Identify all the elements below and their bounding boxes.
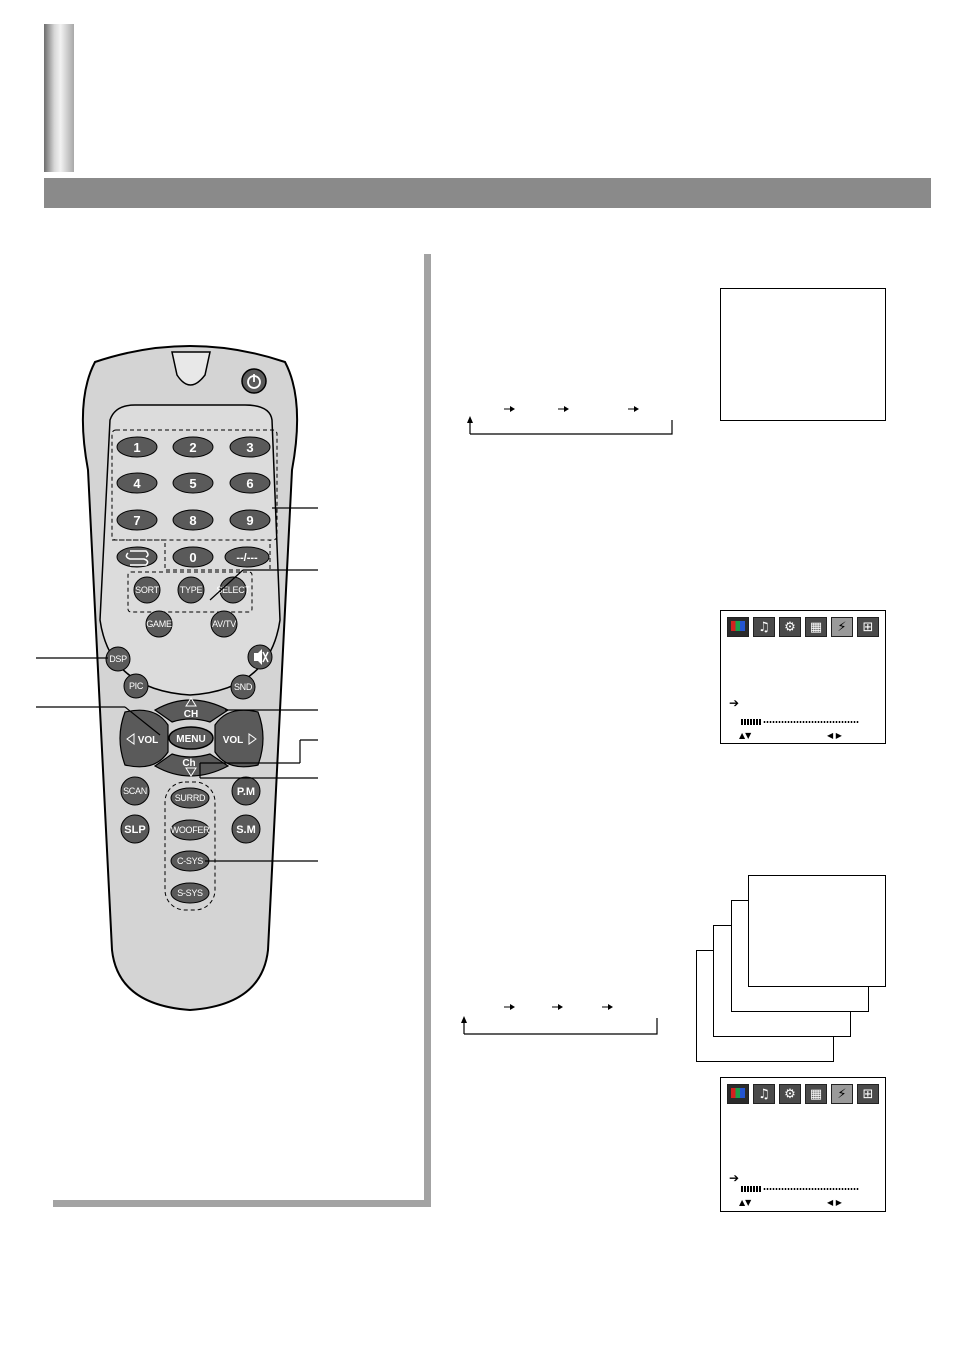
keypad-grid-icon: ⊞ [857,1084,879,1104]
nav-leftright-hint: ◀ ▶ [827,731,842,740]
level-bar-fill [741,1186,761,1192]
key-9: 9 [246,513,253,528]
key-5: 5 [189,476,196,491]
menu-label: MENU [176,734,205,745]
ch-down-button [153,753,230,777]
panel-frame-bottom [53,1200,431,1207]
number-key-group [111,429,278,541]
menu-screen-1: ♫ ⚙ ▦ ⚡ ⊞ ➔ ▲▼ ◀ ▶ [720,610,886,744]
channel-grid-icon: ▦ [805,1084,827,1104]
tv-picture-icon [727,1084,749,1104]
channel-grid-icon: ▦ [805,617,827,637]
vol-right-label: VOL [223,735,244,746]
csys-button: C-SYS [177,856,203,866]
pic-button: PIC [129,681,144,691]
stacked-screen-1 [748,875,886,987]
arrow-right-icon [504,406,515,412]
nav-updown-hint: ▲▼ [739,731,752,740]
nav-updown-hint: ▲▼ [739,1198,752,1207]
header-bar [44,178,931,208]
key-digit: --/--- [236,552,258,564]
pm-button: P.M [237,786,255,798]
arrow-right-icon [628,406,639,412]
surrd-button: SURRD [175,793,206,803]
key-1: 1 [133,440,140,455]
triangle-down-icon [185,767,197,777]
antenna-icon: ⚡ [831,617,853,637]
vol-left-label: VOL [138,735,159,746]
key-4: 4 [133,476,141,491]
panel-frame-right [424,254,431,1207]
menu-screen-2: ♫ ⚙ ▦ ⚡ ⊞ ➔ ▲▼ ◀ ▶ [720,1077,886,1212]
slp-button: SLP [124,824,145,836]
blank-tv-screen [720,288,886,421]
sort-button: SORT [135,585,159,595]
tv-picture-icon [727,617,749,637]
arrow-right-icon: ➔ [729,1171,740,1185]
arrow-right-icon [552,1004,563,1010]
woofer-button: WOOFER [171,825,210,835]
guitar-sound-icon: ♫ [753,1084,775,1104]
level-bar-fill [741,719,761,725]
remote-ir-window [171,351,211,386]
antenna-icon: ⚡ [831,1084,853,1104]
vol-right-button [214,709,264,768]
key-8: 8 [189,513,196,528]
number-keys: 1 2 3 4 5 6 7 8 9 [116,436,271,531]
game-button: GAME [146,619,172,629]
menu-icon-row: ♫ ⚙ ▦ ⚡ ⊞ [727,1084,879,1104]
ch-up-button [153,699,230,723]
ch-down-label: Ch [182,758,195,769]
triangle-right-icon [248,733,257,745]
zero-button [172,546,214,568]
mute-icon [254,649,269,665]
digit-button [224,546,270,568]
arrow-right-icon [558,406,569,412]
center-key-group [164,781,216,911]
remote-control: 1 2 3 4 5 6 7 8 9 0 --/--- SORT TYPE SEL… [30,340,330,1020]
nav-leftright-hint: ◀ ▶ [827,1198,842,1207]
arrow-right-icon [602,1004,613,1010]
select-button: SELECT [216,585,250,595]
scan-button: SCAN [123,786,147,796]
key-6: 6 [246,476,253,491]
arrow-right-icon [504,1004,515,1010]
key-7: 7 [133,513,140,528]
triangle-up-icon [185,697,197,707]
sort-key-group [127,571,253,613]
number-key-group-lower [112,539,271,571]
dsp-button: DSP [109,654,127,664]
level-bar [741,719,859,725]
menu-button [168,726,214,750]
gears-function-icon: ⚙ [779,1084,801,1104]
keypad-grid-icon: ⊞ [857,617,879,637]
recall-icon [125,552,149,566]
ch-up-label: CH [184,709,198,720]
type-button: TYPE [180,585,203,595]
snd-button: SND [234,682,253,692]
level-bar [741,1186,859,1192]
key-0: 0 [189,550,196,565]
cycle-diagram-2 [458,996,663,1038]
power-button [241,368,267,394]
header-side-tab [44,24,74,172]
cycle-diagram-1 [462,400,677,440]
triangle-left-icon [126,733,135,745]
menu-icon-row: ♫ ⚙ ▦ ⚡ ⊞ [727,617,879,637]
guitar-sound-icon: ♫ [753,617,775,637]
avtv-button: AV/TV [212,619,236,629]
key-2: 2 [189,440,196,455]
arrow-right-icon: ➔ [729,696,740,710]
key-3: 3 [246,440,253,455]
vol-left-button [119,709,169,768]
sm-button: S.M [236,824,256,836]
gears-function-icon: ⚙ [779,617,801,637]
ssys-button: S-SYS [177,888,203,898]
